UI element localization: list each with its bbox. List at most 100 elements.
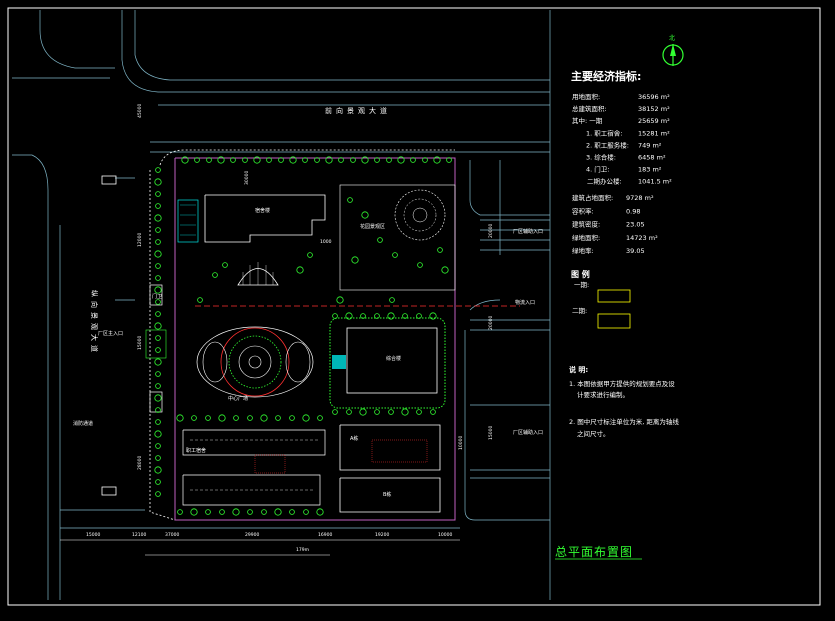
tree-icon xyxy=(233,415,239,421)
dim-bottom-5: 19200 xyxy=(375,532,389,538)
tree-icon xyxy=(374,313,380,319)
entrance-east-1-label: 厂区辅助入口 xyxy=(513,228,543,235)
summary-label-1: 容积率: xyxy=(572,206,594,215)
indicator-value-0: 36596 m² xyxy=(638,93,670,101)
dim-right-1: 20000 xyxy=(488,316,494,330)
note-2-line-b: 之间尺寸。 xyxy=(577,429,610,438)
block-b-label: B栋 xyxy=(383,491,391,498)
tree-icon xyxy=(437,247,443,253)
tree-icon xyxy=(332,313,338,319)
tree-icon xyxy=(422,157,428,163)
tree-icon xyxy=(155,371,161,377)
summary-value-3: 14723 m² xyxy=(626,234,658,242)
tree-icon xyxy=(392,252,398,258)
tree-icon xyxy=(433,156,441,164)
entrance-logistics-label: 物流入口 xyxy=(515,299,535,306)
tree-icon xyxy=(314,157,320,163)
tree-icon xyxy=(218,414,226,422)
summary-value-1: 0.98 xyxy=(626,207,640,215)
blocks-ab: A栋 B栋 xyxy=(339,424,441,513)
tree-icon xyxy=(155,383,161,389)
tree-icon xyxy=(155,407,161,413)
summary-label-4: 绿地率: xyxy=(572,246,594,255)
tree-icon xyxy=(388,409,394,415)
indicator-value-2: 25659 m² xyxy=(638,117,670,125)
indicator-label-3: 1. 职工宿舍: xyxy=(586,128,622,137)
tree-icon xyxy=(289,156,297,164)
tree-icon xyxy=(155,239,161,245)
tree-icon xyxy=(155,455,161,461)
tree-icon xyxy=(155,167,161,173)
tree-icon xyxy=(361,156,369,164)
site-boundary xyxy=(174,157,456,521)
tree-icon xyxy=(266,157,272,163)
entrance-east-2-label: 厂区辅助入口 xyxy=(513,429,543,436)
dim-left-3: 28000 xyxy=(137,456,143,470)
notes-heading: 说 明: xyxy=(569,365,588,374)
tree-icon xyxy=(155,443,161,449)
legend-phase1-label: 一期: xyxy=(574,281,589,289)
summary-label-0: 建筑占地面积: xyxy=(572,193,613,202)
tree-icon xyxy=(197,297,203,303)
tree-icon xyxy=(155,479,161,485)
tree-icon xyxy=(154,394,162,402)
tree-icon xyxy=(350,157,356,163)
note-1-line-a: 1. 本图依据甲方提供的规划要点及设 xyxy=(569,379,675,388)
tree-icon xyxy=(374,157,380,163)
tree-icon xyxy=(232,508,240,516)
plaza-label: 中心广场 xyxy=(228,395,248,402)
tree-icon xyxy=(402,313,408,319)
tree-icon xyxy=(154,430,162,438)
staff-dormitory: 职工宿舍 xyxy=(182,429,326,506)
legend-heading: 图 例 xyxy=(571,269,590,279)
indicator-value-5: 6458 m² xyxy=(638,154,666,162)
dim-bottom-6: 10000 xyxy=(438,532,452,538)
tree-icon xyxy=(154,466,162,474)
tree-icon xyxy=(155,311,161,317)
note-2-line-a: 2. 图中尺寸标注单位为米, 距离为轴线 xyxy=(569,417,679,426)
tree-icon xyxy=(155,203,161,209)
block-a-label: A栋 xyxy=(350,435,358,442)
gatehouse-2 xyxy=(149,391,163,413)
complex-building: 综合楼 xyxy=(329,317,446,409)
dim-left-1: 12000 xyxy=(137,233,143,247)
gatehouse-1 xyxy=(149,284,163,306)
tree-icon xyxy=(346,409,352,415)
dim-left-0: 45000 xyxy=(137,104,143,118)
dim-bottom-total: 179m xyxy=(296,547,309,553)
legend: 图 例 一期: 二期: xyxy=(571,269,631,329)
staff-building-label: 职工宿舍 xyxy=(186,447,206,454)
tree-icon xyxy=(155,299,161,305)
tree-icon xyxy=(206,157,212,163)
dormitory-north-label: 宿舍楼 xyxy=(255,207,270,214)
tree-icon xyxy=(289,415,295,421)
tree-icon xyxy=(429,312,437,320)
tree-icon xyxy=(260,414,268,422)
dim-right-3: 10000 xyxy=(458,436,464,450)
tree-icon xyxy=(253,156,261,164)
tree-icon xyxy=(347,197,353,203)
tree-icon xyxy=(154,286,162,294)
dim-bottom-3: 29900 xyxy=(245,532,259,538)
tree-icon xyxy=(212,272,218,278)
entrance-main-label: 厂区主入口 xyxy=(98,330,123,337)
dim-top-left: 1000 xyxy=(320,239,332,245)
tree-icon xyxy=(441,266,449,274)
right-dimensions: 20000 20000 15000 10000 xyxy=(458,224,494,450)
indicator-label-4: 2. 职工服务楼: xyxy=(586,140,629,149)
tree-icon xyxy=(296,266,304,274)
tree-icon xyxy=(275,415,281,421)
summary-value-2: 23.05 xyxy=(626,221,645,229)
dim-bottom-1: 12100 xyxy=(132,532,146,538)
drawing-title: 总平面布置图 xyxy=(555,545,633,559)
dim-right-2: 15000 xyxy=(488,426,494,440)
dim-left-2: 15000 xyxy=(137,336,143,350)
gate-label: 门卫 xyxy=(152,293,162,300)
tree-icon xyxy=(325,156,333,164)
tree-icon xyxy=(247,509,253,515)
tree-icon xyxy=(155,227,161,233)
tree-icon xyxy=(338,157,344,163)
tree-icon xyxy=(154,178,162,186)
